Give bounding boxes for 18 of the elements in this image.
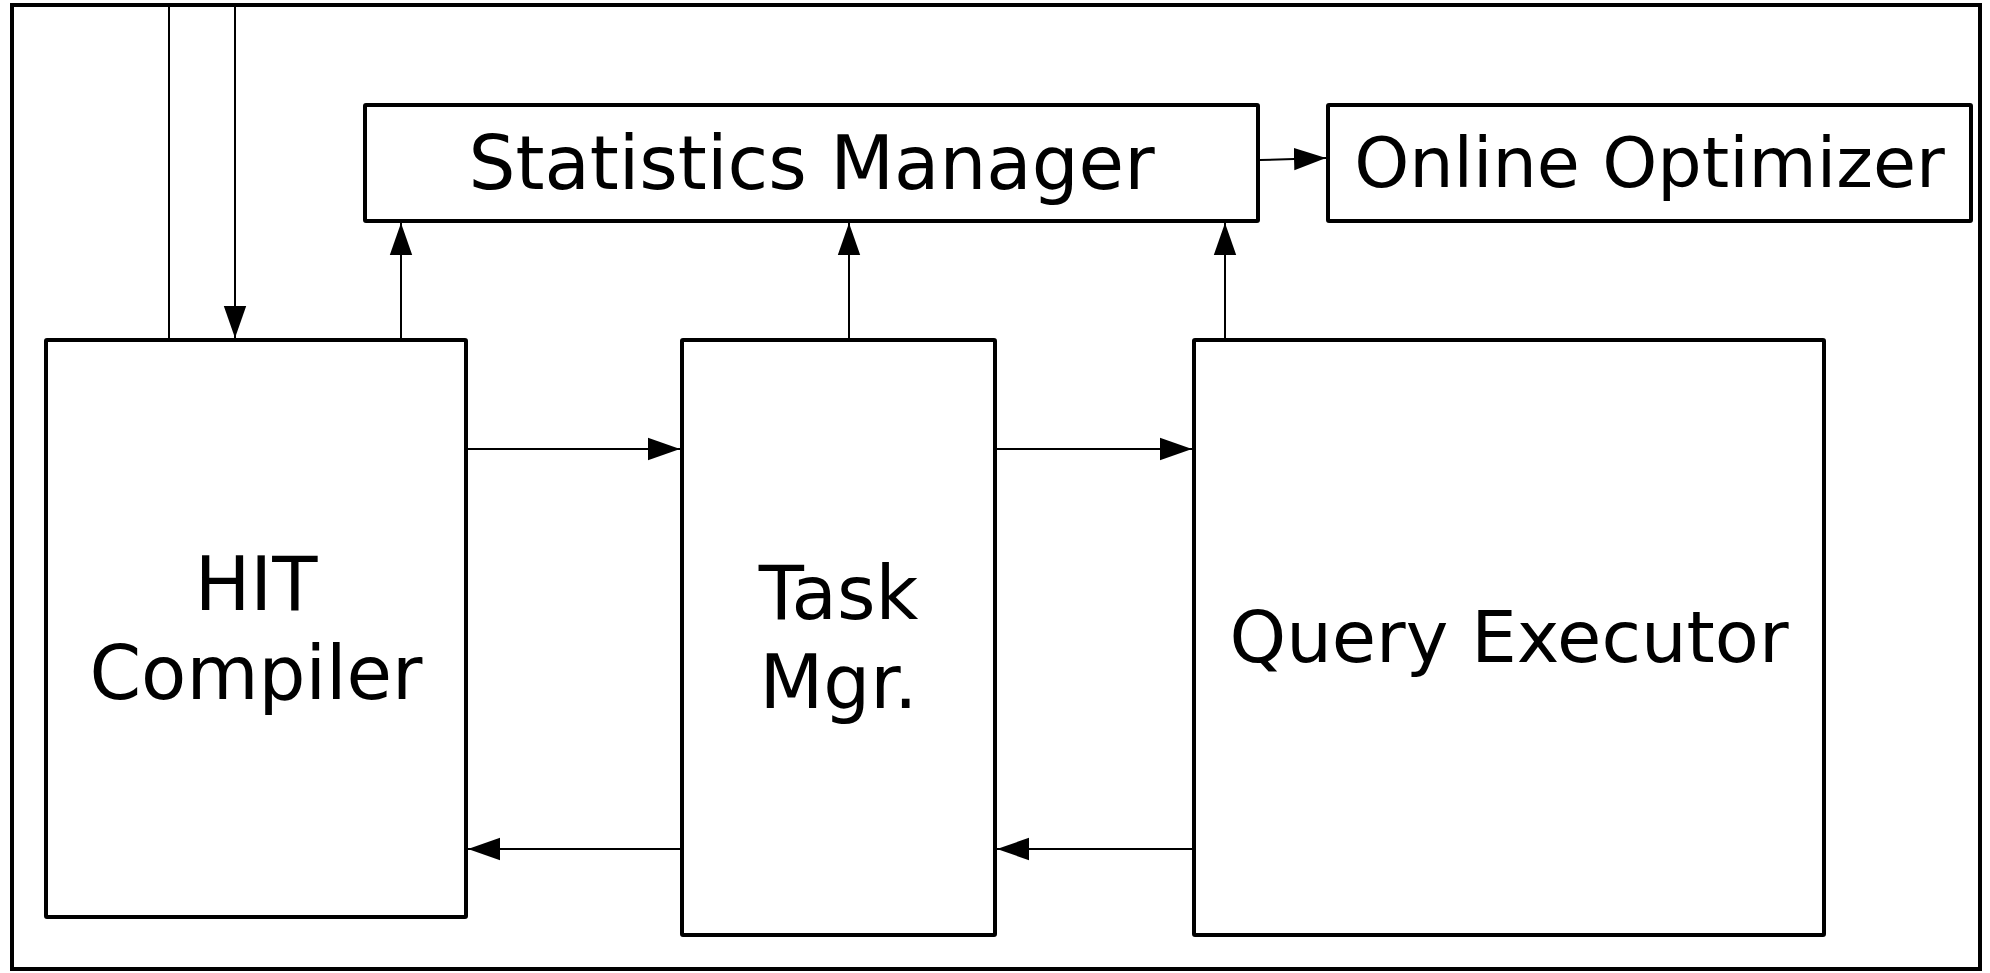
arrow: [996, 837, 1193, 861]
process-box: [1326, 103, 1973, 223]
arrow: [389, 222, 413, 339]
process-box: [44, 338, 468, 919]
arrow: [1259, 147, 1327, 171]
arrow: [996, 437, 1193, 461]
arrow: [1213, 222, 1237, 339]
box-label: HIT Compiler: [88, 539, 424, 718]
arrow: [467, 437, 681, 461]
arrow: [837, 222, 861, 339]
box-label: Query Executor: [1228, 594, 1790, 681]
process-box: [1192, 338, 1826, 937]
arrow: [467, 837, 681, 861]
box-label: Online Optimizer: [1353, 121, 1946, 205]
process-box: [680, 338, 997, 937]
box-label: Task Mgr.: [757, 548, 920, 727]
process-box: [363, 103, 1260, 223]
box-label: Statistics Manager: [467, 118, 1156, 208]
